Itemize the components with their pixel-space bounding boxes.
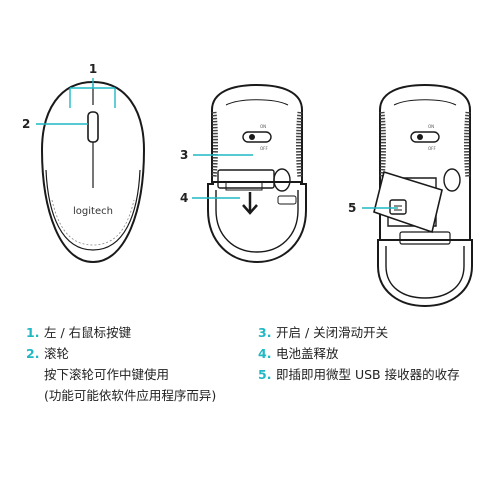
logitech-logo: logitech <box>73 206 113 217</box>
svg-text:4: 4 <box>180 191 188 205</box>
product-diagram: logitech 1 2 ON OFF 3 4 <box>22 62 473 308</box>
legend-text: 开启 / 关闭滑动开关 <box>276 325 389 340</box>
svg-text:5: 5 <box>348 201 356 215</box>
svg-text:3: 3 <box>180 148 188 162</box>
switch-off-label: OFF <box>260 146 268 151</box>
mouse-receiver-view <box>373 83 473 308</box>
legend-text: (功能可能依软件应用程序而异) <box>44 388 217 403</box>
legend-item-2: 2. 滚轮 按下滚轮可作中键使用 (功能可能依软件应用程序而异) <box>26 343 246 406</box>
switch-off-label-2: OFF <box>428 146 436 151</box>
svg-text:1: 1 <box>89 62 97 76</box>
mouse-bottom-view <box>207 83 307 264</box>
legend-text: 电池盖释放 <box>276 346 339 361</box>
legend-item-1: 1. 左 / 右鼠标按键 <box>26 322 246 343</box>
callout-4: 4 <box>180 191 240 205</box>
legend-item-3: 3. 开启 / 关闭滑动开关 <box>258 322 498 343</box>
legend-left: 1. 左 / 右鼠标按键 2. 滚轮 按下滚轮可作中键使用 (功能可能依软件应用… <box>26 322 246 406</box>
mouse-top-view <box>40 80 146 264</box>
legend-right: 3. 开启 / 关闭滑动开关 4. 电池盖释放 5. 即插即用微型 USB 接收… <box>258 322 498 385</box>
legend-text: 滚轮 <box>44 346 70 361</box>
switch-on-label-2: ON <box>428 124 434 129</box>
svg-text:2: 2 <box>22 117 30 131</box>
legend-number: 3. <box>258 325 272 340</box>
switch-on-label: ON <box>260 124 266 129</box>
legend-number: 1. <box>26 325 40 340</box>
callout-1: 1 <box>69 62 116 108</box>
legend-text: 按下滚轮可作中键使用 <box>44 367 170 382</box>
legend-item-4: 4. 电池盖释放 <box>258 343 498 364</box>
callout-2: 2 <box>22 117 88 131</box>
legend-number: 2. <box>26 346 40 361</box>
callout-5: 5 <box>348 201 398 215</box>
legend-item-5: 5. 即插即用微型 USB 接收器的收存 <box>258 364 498 385</box>
legend-number: 5. <box>258 367 272 382</box>
callout-3: 3 <box>180 148 253 162</box>
legend-text: 即插即用微型 USB 接收器的收存 <box>276 367 460 382</box>
legend-number: 4. <box>258 346 272 361</box>
legend-text: 左 / 右鼠标按键 <box>44 325 132 340</box>
